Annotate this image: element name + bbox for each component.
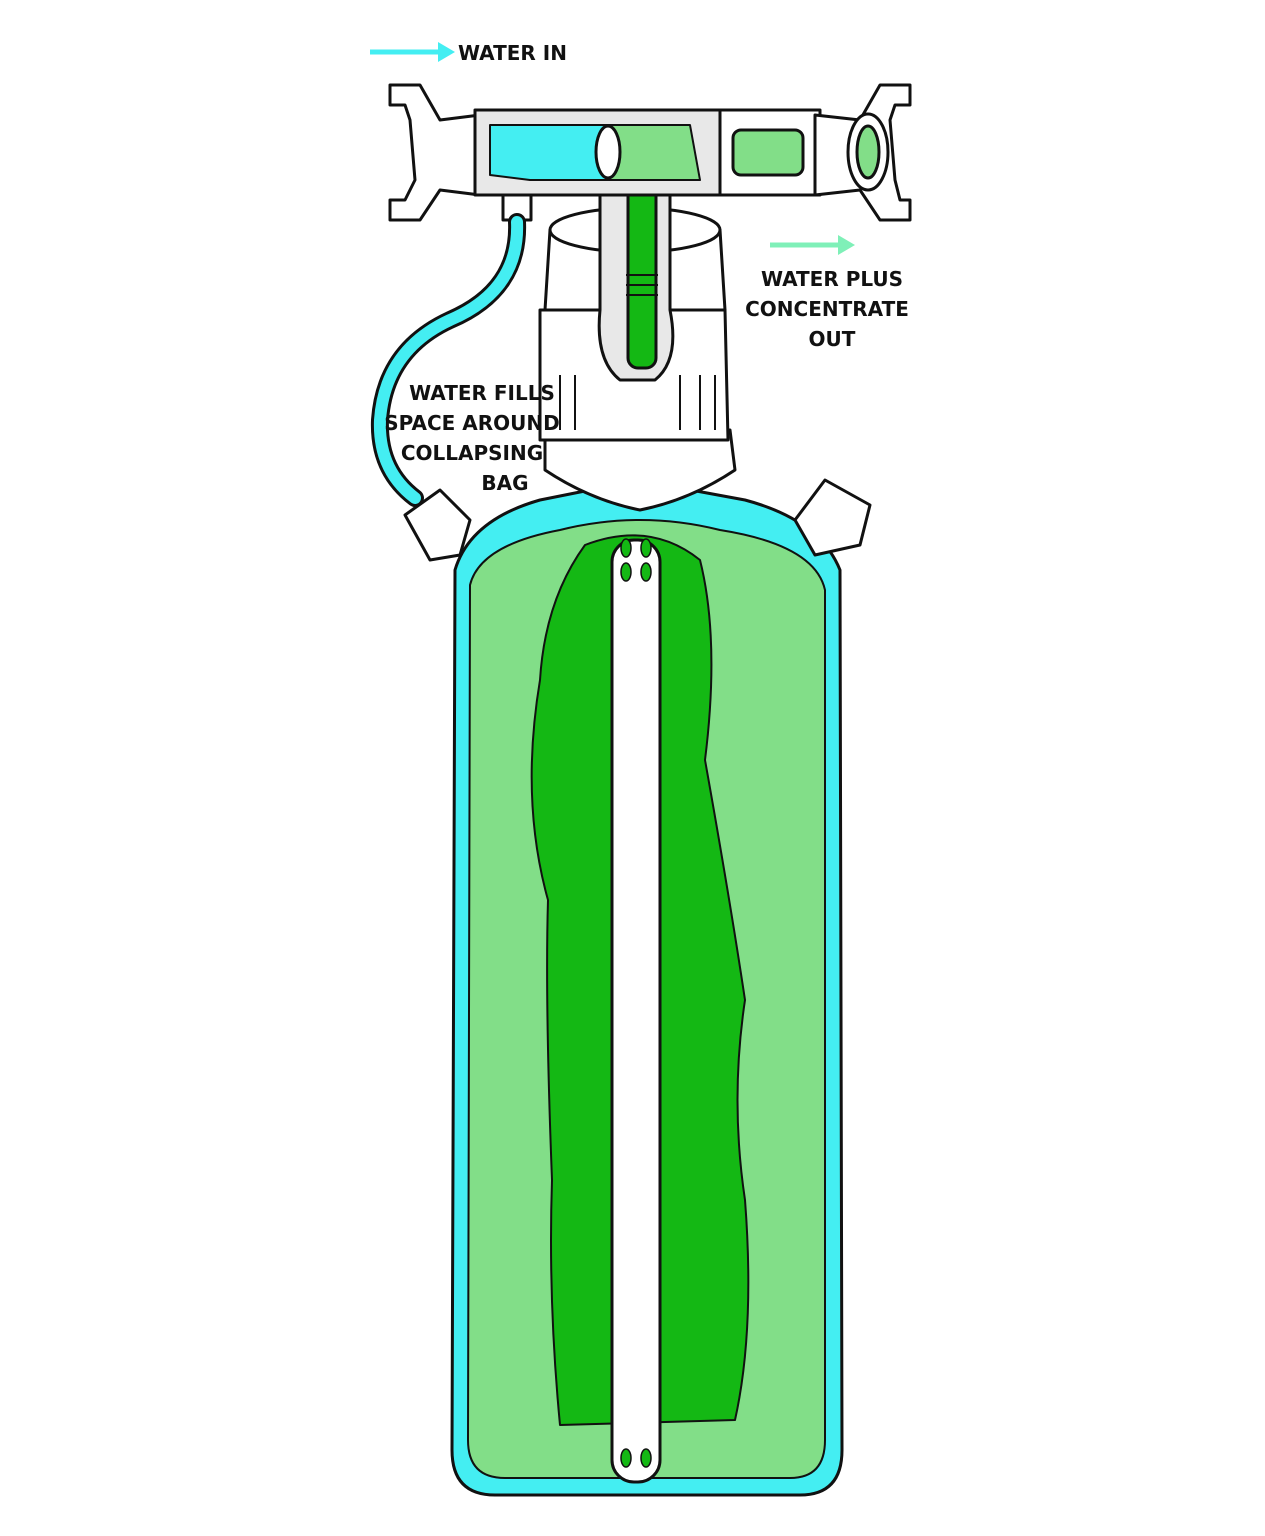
dip-tube — [610, 538, 662, 1484]
fill-cap — [793, 478, 872, 557]
concentrate-chamber — [609, 124, 701, 181]
inlet-coupling — [388, 83, 482, 222]
water-out-label-line3: OUT — [809, 327, 856, 351]
tank-neck — [543, 428, 737, 512]
water-out-arrow-icon — [770, 235, 855, 255]
water-in-label: WATER IN — [458, 41, 567, 65]
water-fills-label-line1: WATER FILLS — [409, 381, 555, 405]
water-fills-label-line2: SPACE AROUND — [384, 411, 559, 435]
outlet-window — [731, 128, 805, 177]
water-out-label-line1: WATER PLUS — [761, 267, 903, 291]
water-out-label-line2: CONCENTRATE — [745, 297, 909, 321]
water-inlet-chamber — [489, 124, 611, 181]
water-fills-label-line3: COLLAPSING — [401, 441, 543, 465]
hose-fitting — [403, 488, 472, 562]
valve-stem — [626, 166, 658, 370]
water-in-arrow-icon — [370, 42, 455, 62]
tube-holes — [620, 538, 652, 1468]
water-fills-label-line4: BAG — [481, 471, 528, 495]
